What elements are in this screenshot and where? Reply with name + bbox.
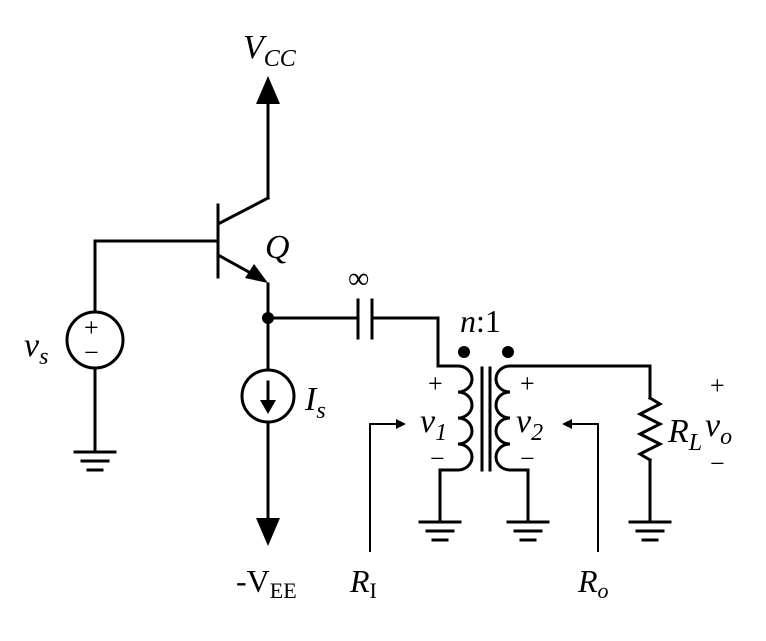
load-resistor: RL xyxy=(636,364,702,522)
svg-text:−: − xyxy=(84,338,99,367)
transistor-label: Q xyxy=(265,229,290,266)
svg-text:vs: vs xyxy=(24,327,48,370)
svg-text:+: + xyxy=(520,369,535,398)
svg-text:RI: RI xyxy=(349,563,377,603)
input-source-vs: + − vs xyxy=(24,239,220,452)
ground-vs xyxy=(73,450,117,472)
svg-text:−: − xyxy=(710,449,725,478)
svg-text:+: + xyxy=(428,369,443,398)
transformer: n:1 + v1 − + v2 − xyxy=(420,303,652,522)
svg-text:∞: ∞ xyxy=(348,262,369,295)
svg-text:v2: v2 xyxy=(516,403,543,446)
svg-text:Ro: Ro xyxy=(577,563,609,603)
ground-primary xyxy=(418,520,462,542)
input-resistance-arrow: RI xyxy=(349,419,406,603)
svg-text:n:1: n:1 xyxy=(460,303,501,339)
svg-text:+: + xyxy=(84,313,99,342)
svg-text:v1: v1 xyxy=(420,403,447,446)
svg-text:+: + xyxy=(710,371,725,400)
transistor-q: Q xyxy=(216,195,290,320)
svg-text:Is: Is xyxy=(304,381,326,424)
svg-text:−: − xyxy=(520,444,535,473)
coupling-capacitor: ∞ xyxy=(266,262,440,368)
svg-text:VCC: VCC xyxy=(243,29,297,72)
current-source-is: Is xyxy=(240,312,326,524)
svg-text:vo: vo xyxy=(705,407,732,450)
ground-secondary xyxy=(506,520,550,542)
vcc-supply: VCC xyxy=(243,29,297,200)
primary-dot xyxy=(458,346,470,358)
svg-text:−: − xyxy=(430,444,445,473)
output-resistance-arrow: Ro xyxy=(562,419,609,603)
svg-text:RL: RL xyxy=(667,413,702,456)
svg-text:-VEE: -VEE xyxy=(236,563,297,603)
secondary-dot xyxy=(502,346,514,358)
ground-load xyxy=(628,520,672,542)
vee-supply: -VEE xyxy=(236,518,297,603)
output-voltage: + vo − xyxy=(705,371,732,478)
